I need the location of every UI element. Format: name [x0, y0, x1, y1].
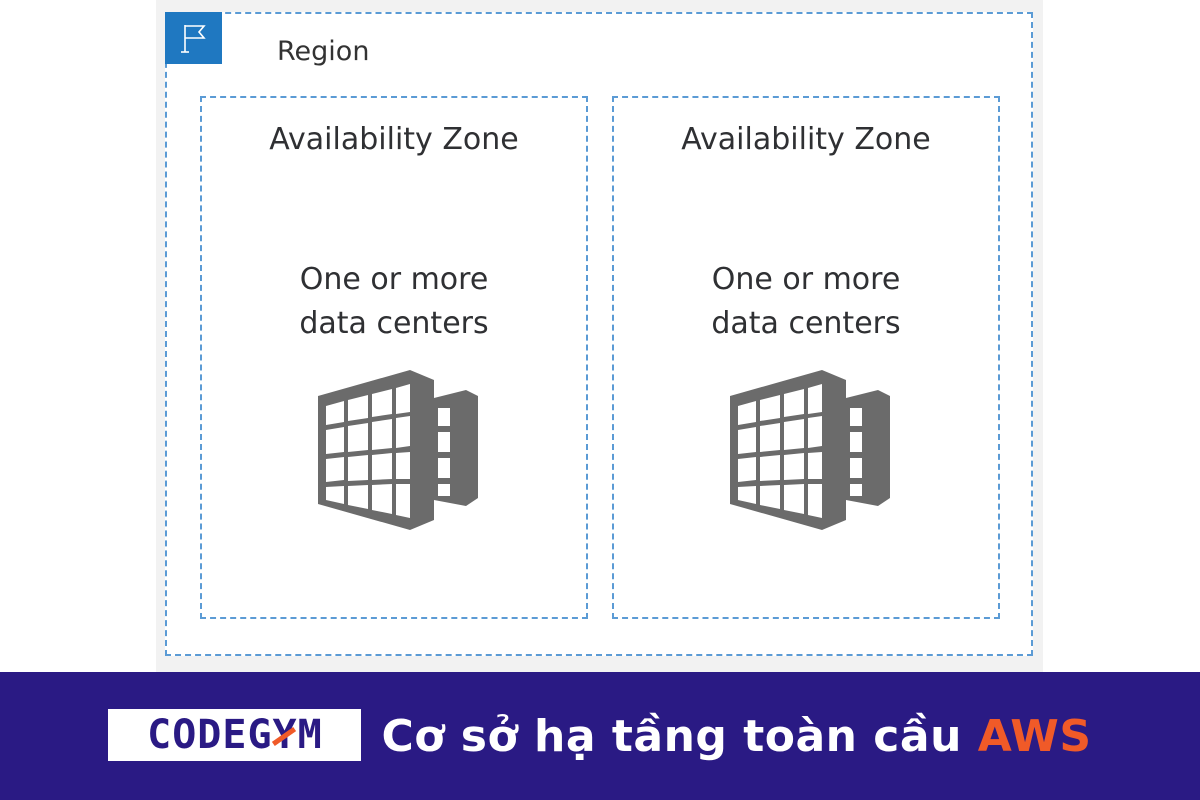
logo-wordmark: CODEGYM [147, 712, 323, 758]
availability-zone-box: Availability Zone One or more data cente… [200, 96, 588, 619]
description-line: data centers [299, 306, 489, 341]
data-center-icon [726, 364, 896, 534]
region-box: Region Availability Zone One or more dat… [165, 12, 1033, 656]
region-label: Region [277, 36, 370, 67]
footer-title-accent: AWS [977, 710, 1092, 762]
availability-zone-title: Availability Zone [269, 122, 519, 157]
availability-zone-title: Availability Zone [681, 122, 931, 157]
description-line: data centers [711, 306, 901, 341]
footer-title-main: Cơ sở hạ tầng toàn cầu [381, 710, 962, 762]
flag-icon [165, 12, 222, 64]
footer-banner: CODEGYM Cơ sở hạ tầng toàn cầu AWS [0, 672, 1200, 800]
codegym-logo: CODEGYM [108, 709, 362, 761]
availability-zone-description: One or more data centers [614, 258, 998, 346]
logo-text: CODEGYM [147, 712, 323, 758]
availability-zone-box: Availability Zone One or more data cente… [612, 96, 1000, 619]
footer-title: Cơ sở hạ tầng toàn cầu AWS [381, 711, 1091, 762]
data-center-icon [314, 364, 484, 534]
availability-zone-description: One or more data centers [202, 258, 586, 346]
description-line: One or more [711, 262, 901, 297]
description-line: One or more [299, 262, 489, 297]
